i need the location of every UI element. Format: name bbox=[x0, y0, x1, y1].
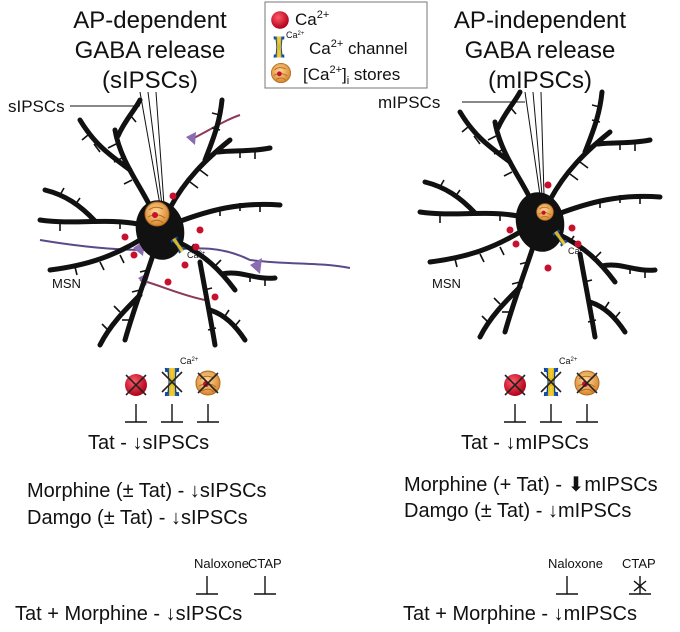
left-morphine-effect: Morphine (± Tat) - ↓sIPSCs bbox=[27, 480, 267, 502]
left-title-line-1: AP-dependent bbox=[73, 7, 227, 34]
right-recording-pipette bbox=[524, 91, 545, 196]
right-calcium-ions bbox=[506, 181, 582, 272]
right-title-line-1: AP-independent bbox=[454, 7, 626, 34]
left-damgo-effect: Damgo (± Tat) - ↓sIPSCs bbox=[27, 507, 248, 529]
right-naloxone-inhibition bbox=[555, 575, 579, 595]
right-inhibition-icons: Ca2+ bbox=[503, 356, 600, 423]
right-pipette-label: mIPSCs bbox=[378, 93, 440, 112]
right-msn-label: MSN bbox=[432, 276, 461, 291]
left-pipette-label: sIPSCs bbox=[8, 97, 65, 116]
left-tat-effect: Tat - ↓sIPSCs bbox=[88, 432, 209, 454]
calcium-store-icon bbox=[574, 370, 600, 396]
legend-calcium-icon bbox=[271, 11, 289, 29]
right-tat-effect: Tat - ↓mIPSCs bbox=[461, 432, 589, 454]
right-naloxone-label: Naloxone bbox=[548, 556, 603, 571]
left-ctap-inhibition bbox=[253, 575, 277, 595]
left-combo-effect: Tat + Morphine - ↓sIPSCs bbox=[15, 603, 242, 625]
legend-calcium-label: Ca2+ bbox=[295, 9, 329, 29]
legend-store-icon bbox=[270, 63, 292, 83]
calcium-ion-icon bbox=[504, 374, 526, 396]
calcium-channel-icon bbox=[161, 367, 183, 397]
right-title-line-3: (mIPSCs) bbox=[488, 67, 592, 94]
right-soma-store-icon bbox=[536, 203, 554, 221]
right-channel-ca-label: Ca2+ bbox=[559, 356, 578, 366]
right-combo-effect: Tat + Morphine - ↓mIPSCs bbox=[403, 603, 637, 625]
right-ctap-blocked-inhibition bbox=[628, 575, 652, 595]
left-synaptic-terminal bbox=[250, 258, 262, 274]
left-msn-label: MSN bbox=[52, 276, 81, 291]
legend: Ca2+ Ca2+ Ca2+ channel [Ca2+]i stores bbox=[264, 1, 428, 89]
left-channel-tag: Ca2+ bbox=[187, 250, 206, 260]
calcium-store-icon bbox=[195, 370, 221, 396]
left-soma-store-icon bbox=[144, 201, 170, 227]
left-calcium-ions bbox=[121, 192, 219, 301]
right-damgo-effect: Damgo (± Tat) - ↓mIPSCs bbox=[404, 500, 631, 522]
right-channel-tag: Ca2+ bbox=[568, 246, 587, 256]
legend-channel-tag: Ca2+ bbox=[286, 30, 305, 40]
left-naloxone-inhibition bbox=[195, 575, 219, 595]
left-recording-pipette bbox=[139, 91, 165, 206]
right-panel: AP-independent GABA release (mIPSCs) mIP… bbox=[378, 7, 660, 625]
calcium-channel-icon bbox=[540, 367, 562, 397]
left-channel-ca-label: Ca2+ bbox=[180, 356, 199, 366]
legend-store-label: [Ca2+]i stores bbox=[303, 64, 400, 87]
legend-channel-label: Ca2+ channel bbox=[309, 38, 408, 58]
legend-box bbox=[264, 1, 428, 89]
calcium-ion-icon bbox=[125, 374, 147, 396]
left-title-line-2: GABA release bbox=[75, 37, 226, 64]
left-axon-terminal-bottom bbox=[139, 279, 206, 301]
right-title-line-2: GABA release bbox=[465, 37, 616, 64]
right-ctap-label: CTAP bbox=[622, 556, 656, 571]
right-morphine-effect: Morphine (+ Tat) - ⬇mIPSCs bbox=[404, 474, 658, 496]
left-ctap-label: CTAP bbox=[248, 556, 282, 571]
left-synaptic-terminal bbox=[186, 132, 196, 145]
left-naloxone-label: Naloxone bbox=[194, 556, 249, 571]
left-panel: AP-dependent GABA release (sIPSCs) sIPSC… bbox=[8, 7, 351, 625]
left-title-line-3: (sIPSCs) bbox=[102, 67, 198, 94]
left-inhibition-icons: Ca2+ bbox=[124, 356, 221, 423]
